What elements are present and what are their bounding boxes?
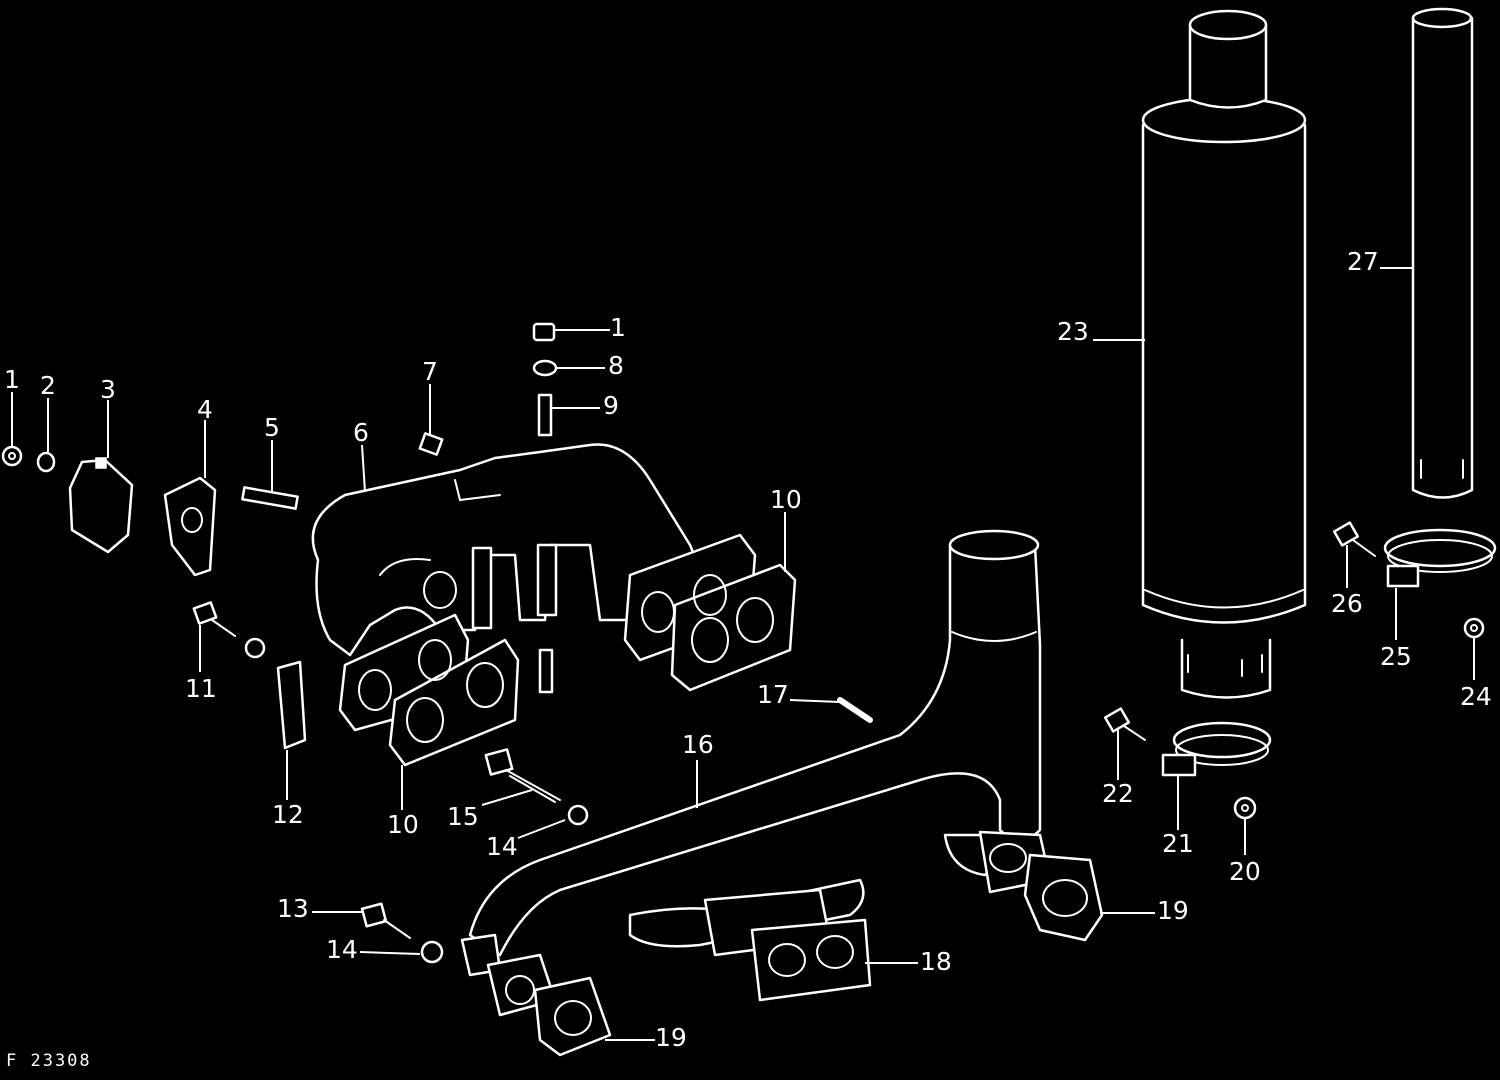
gasket-18 bbox=[703, 888, 872, 1002]
callout-25: 25 bbox=[1380, 642, 1412, 671]
callout-19-right: 19 bbox=[1157, 896, 1189, 925]
callout-7: 7 bbox=[422, 357, 438, 386]
nut-20 bbox=[1233, 796, 1257, 820]
callout-10-right: 10 bbox=[770, 485, 802, 514]
gasket-19-left bbox=[486, 953, 612, 1057]
washer-8 bbox=[532, 359, 558, 377]
tail-pipe-27 bbox=[1411, 7, 1474, 499]
callout-2: 2 bbox=[40, 371, 56, 400]
gasket-19-right bbox=[978, 830, 1104, 942]
callout-labels: 1 1 2 3 4 5 6 7 8 9 10 10 11 12 13 14 14… bbox=[4, 247, 1492, 1052]
nut-14-lower bbox=[420, 940, 444, 964]
stud-5 bbox=[241, 486, 299, 510]
nut-near-11 bbox=[244, 637, 266, 659]
callout-4: 4 bbox=[197, 395, 213, 424]
nut-24 bbox=[1463, 617, 1485, 639]
bolt-26 bbox=[1332, 521, 1376, 557]
stud-17 bbox=[837, 697, 873, 723]
callout-24: 24 bbox=[1460, 682, 1492, 711]
callout-1-top: 1 bbox=[610, 313, 626, 342]
gasket-10-left bbox=[338, 613, 520, 767]
callout-18: 18 bbox=[920, 947, 952, 976]
callout-17: 17 bbox=[757, 680, 789, 709]
callout-20: 20 bbox=[1229, 857, 1261, 886]
plug-7 bbox=[418, 432, 444, 456]
callout-11: 11 bbox=[185, 674, 217, 703]
callout-8: 8 bbox=[608, 351, 624, 380]
bolt-15 bbox=[484, 748, 561, 803]
callout-16: 16 bbox=[682, 730, 714, 759]
leader-lines bbox=[11, 267, 1475, 1041]
stud-lower bbox=[538, 648, 554, 694]
callout-14-upper: 14 bbox=[486, 832, 518, 861]
bracket-12 bbox=[276, 660, 307, 750]
figure-reference: F 23308 bbox=[6, 1051, 92, 1071]
callout-19-left: 19 bbox=[655, 1023, 687, 1052]
callout-23: 23 bbox=[1057, 317, 1089, 346]
bracket-3 bbox=[68, 457, 134, 554]
callout-10-left: 10 bbox=[387, 810, 419, 839]
clamp-25 bbox=[1383, 528, 1497, 588]
bolt-13 bbox=[360, 902, 411, 939]
callout-12: 12 bbox=[272, 800, 304, 829]
callout-1-left: 1 bbox=[4, 365, 20, 394]
callout-5: 5 bbox=[264, 413, 280, 442]
callout-6: 6 bbox=[353, 418, 369, 447]
bolt-22 bbox=[1103, 707, 1146, 741]
plate-4 bbox=[163, 476, 217, 577]
callout-9: 9 bbox=[603, 391, 619, 420]
callout-15: 15 bbox=[447, 802, 479, 831]
callout-27: 27 bbox=[1347, 247, 1379, 276]
stud-9 bbox=[537, 393, 553, 437]
callout-26: 26 bbox=[1331, 589, 1363, 618]
nut-14-upper bbox=[567, 804, 589, 826]
callout-13: 13 bbox=[277, 894, 309, 923]
clamp-21 bbox=[1161, 721, 1272, 777]
washer-2 bbox=[36, 451, 56, 473]
callout-3: 3 bbox=[100, 375, 116, 404]
nut-1-left bbox=[1, 445, 23, 467]
callout-14-lower: 14 bbox=[326, 935, 358, 964]
callout-22: 22 bbox=[1102, 779, 1134, 808]
bolt-11 bbox=[192, 601, 236, 637]
nut-1-top bbox=[532, 322, 556, 342]
gasket-10-right bbox=[623, 533, 797, 692]
callout-21: 21 bbox=[1162, 829, 1194, 858]
muffler-23 bbox=[1141, 9, 1307, 699]
